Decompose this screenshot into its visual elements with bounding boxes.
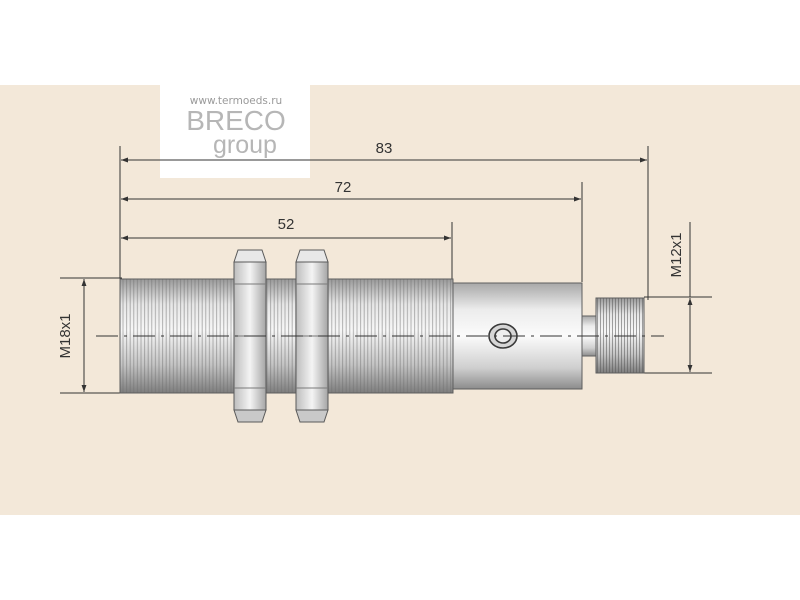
dimension-lines: [121, 157, 647, 241]
dim-m18: [60, 277, 122, 394]
extension-lines: [119, 146, 649, 300]
watermark-group: group: [213, 131, 277, 159]
watermark-url: www.termoeds.ru: [190, 95, 282, 107]
dim-m12: [644, 222, 712, 374]
watermark-logo: www.termoeds.ru BRECO group: [160, 85, 310, 178]
dim-label-m12: M12x1: [668, 232, 685, 277]
watermark-brand: BRECO: [186, 105, 286, 136]
dim-label-m18: M18x1: [57, 313, 74, 358]
dim-label-52: 52: [278, 216, 295, 233]
dim-label-83: 83: [376, 140, 393, 157]
dim-label-72: 72: [335, 179, 352, 196]
